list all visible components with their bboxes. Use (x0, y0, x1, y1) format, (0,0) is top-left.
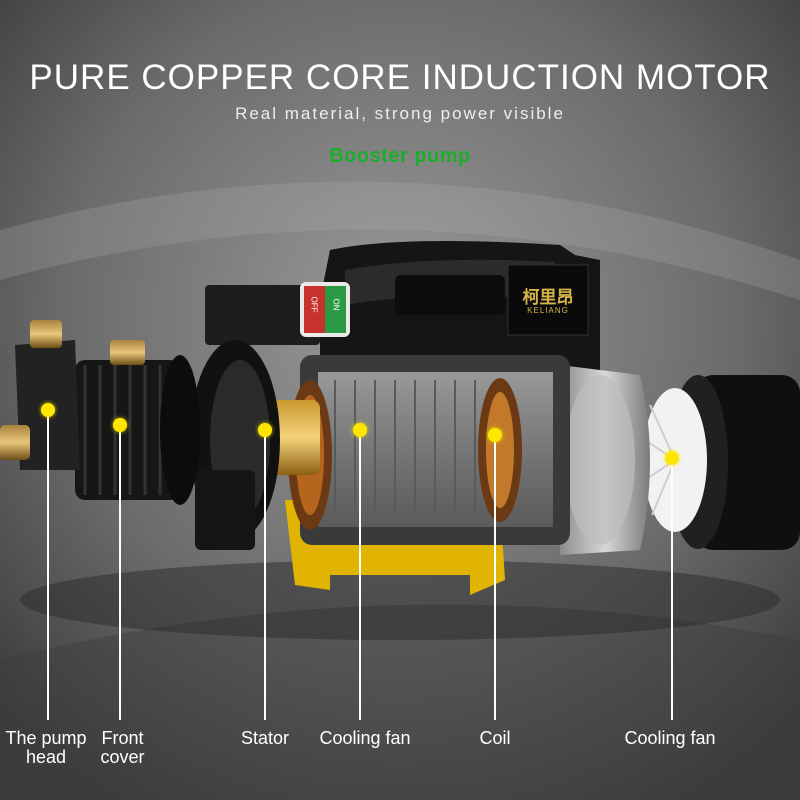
callout-coil: Coil (479, 728, 511, 748)
marker-front-cover (113, 418, 127, 432)
switch-off-label: OFF (309, 296, 319, 313)
callout-cooling-fan-inner: Cooling fan (319, 728, 411, 748)
page-subtitle: Real material, strong power visible (235, 104, 565, 123)
marker-stator (258, 423, 272, 437)
callout-cooling-fan-rear: Cooling fan (624, 728, 716, 748)
brand-en: KELIANG (527, 306, 569, 315)
callout-pump-head: The pump head (5, 728, 87, 767)
callout-front-cover: Front cover (100, 728, 145, 767)
callout-stator: Stator (240, 728, 290, 748)
page-title: PURE COPPER CORE INDUCTION MOTOR (29, 58, 771, 97)
marker-cooling-fan-rear (665, 451, 679, 465)
marker-coil (488, 428, 502, 442)
marker-pump-head (41, 403, 55, 417)
brand-cn: 柯里昂 (522, 288, 574, 307)
switch-on-label: ON (331, 298, 341, 311)
product-tag: Booster pump (329, 145, 471, 167)
marker-cooling-fan-inner (353, 423, 367, 437)
